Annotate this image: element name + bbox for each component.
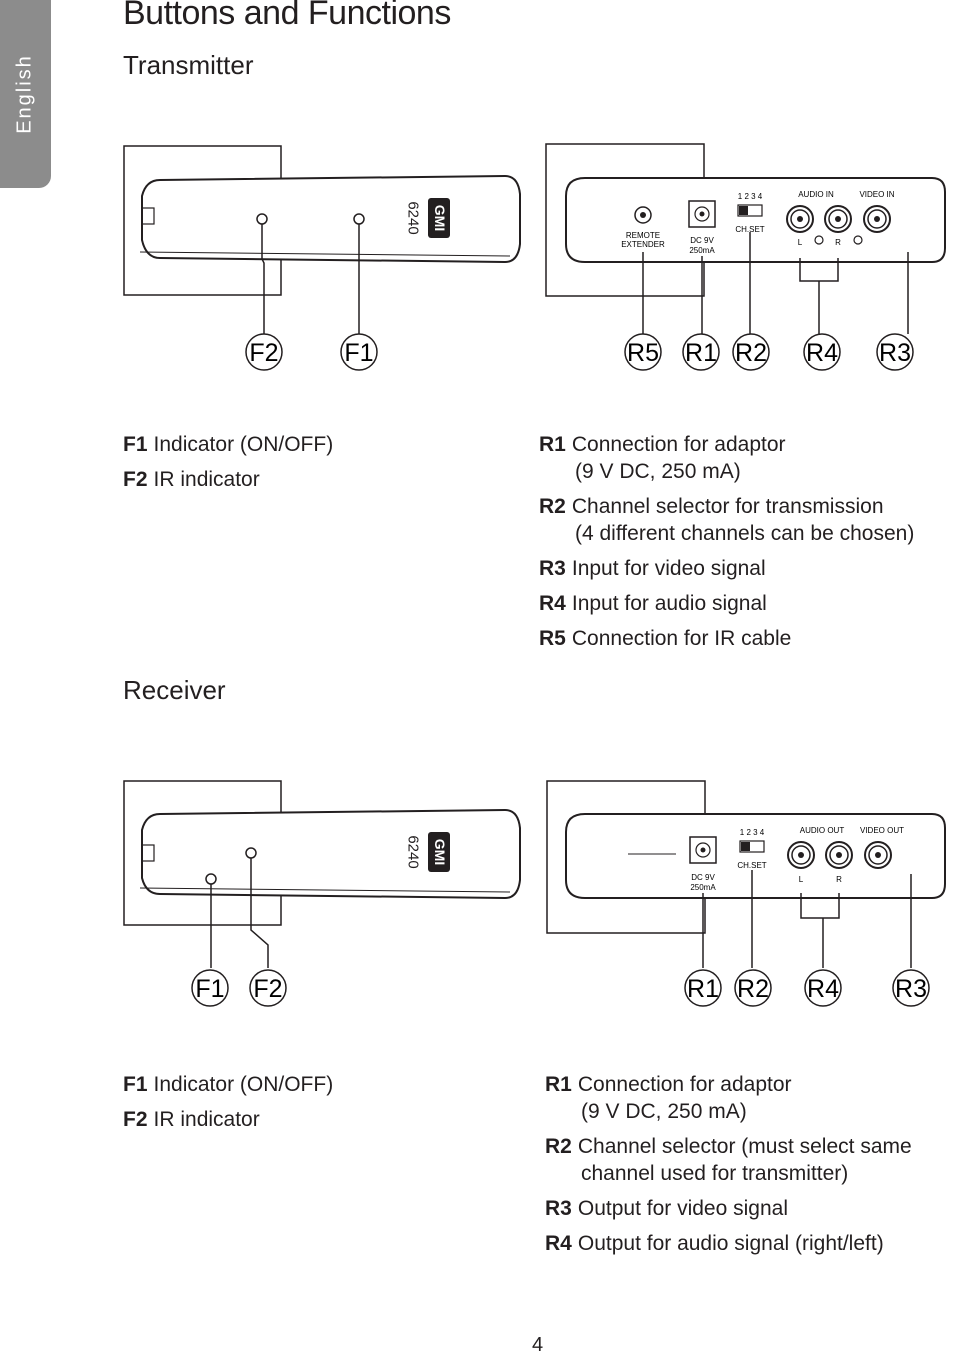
receiver-logo-model: 6240	[405, 835, 422, 868]
transmitter-remote-label-2: EXTENDER	[621, 240, 665, 249]
receiver-logo-brand: GMI	[432, 839, 448, 865]
receiver-leader-lines	[210, 858, 912, 968]
page-number: 4	[532, 1334, 544, 1356]
transmitter-power-led	[353, 213, 365, 225]
svg-text:R4: R4	[807, 975, 839, 1003]
receiver-body	[141, 808, 521, 900]
receiver-video-label: VIDEO OUT	[860, 826, 904, 835]
receiver-left-label: L	[799, 875, 804, 884]
transmitter-audio-label: AUDIO IN	[798, 190, 834, 199]
receiver-dc-label-1: DC 9V	[691, 873, 715, 882]
svg-text:F2: F2	[253, 975, 282, 1003]
receiver-right-label: R	[836, 875, 842, 884]
svg-text:R2: R2	[735, 339, 767, 367]
transmitter-right-label: R	[835, 238, 841, 247]
transmitter-dc-label-1: DC 9V	[690, 236, 714, 245]
transmitter-callout-r4: R4	[803, 333, 841, 371]
receiver-callout-r2: R2	[734, 969, 772, 1007]
receiver-dc-label-2: 250mA	[690, 883, 716, 892]
receiver-callout-r1: R1	[684, 969, 722, 1007]
svg-text:R1: R1	[687, 975, 719, 1003]
transmitter-video-jack	[863, 205, 891, 233]
transmitter-channel-switch	[737, 204, 763, 217]
svg-text:R4: R4	[806, 339, 838, 367]
transmitter-body	[141, 174, 521, 264]
svg-text:F1: F1	[195, 975, 224, 1003]
transmitter-heading: Transmitter	[123, 50, 254, 80]
transmitter-logo-brand: GMI	[432, 205, 448, 231]
svg-text:R1: R1	[685, 339, 717, 367]
svg-text:R3: R3	[879, 339, 911, 367]
receiver-diagram: GMI 6240 DC 9V 250mA 1 2 3 4 CH.SET AUDI…	[123, 780, 946, 1007]
svg-text:R5: R5	[627, 339, 659, 367]
receiver-dc-jack	[689, 836, 717, 864]
receiver-callout-f1: F1	[191, 969, 229, 1007]
receiver-ir-led	[245, 847, 257, 859]
receiver-callout-f2: F2	[249, 969, 287, 1007]
transmitter-callout-r3: R3	[876, 333, 914, 371]
transmitter-ir-led	[256, 213, 268, 225]
svg-text:F1: F1	[344, 339, 373, 367]
receiver-heading: Receiver	[123, 675, 226, 705]
transmitter-remote-label-1: REMOTE	[626, 231, 660, 240]
receiver-rear-panel	[565, 813, 946, 899]
transmitter-leader-lines	[261, 224, 909, 334]
receiver-audio-left-jack	[787, 841, 815, 869]
svg-text:R3: R3	[895, 975, 927, 1003]
receiver-audio-label: AUDIO OUT	[800, 826, 845, 835]
receiver-channel-switch	[739, 840, 765, 853]
receiver-callout-r3: R3	[892, 969, 930, 1007]
language-tab-label: English	[13, 54, 36, 134]
receiver-power-led	[205, 873, 217, 885]
transmitter-audio-left-jack	[786, 205, 814, 233]
transmitter-chset-label: CH.SET	[735, 225, 764, 234]
transmitter-callout-r2: R2	[732, 333, 770, 371]
receiver-chset-label: CH.SET	[737, 861, 766, 870]
transmitter-left-label: L	[798, 238, 803, 247]
transmitter-logo: GMI 6240	[405, 198, 450, 238]
transmitter-callout-f2: F2	[245, 333, 283, 371]
receiver-audio-right-jack	[825, 841, 853, 869]
svg-text:R2: R2	[737, 975, 769, 1003]
transmitter-diagram: GMI 6240 REMOTE EXTENDER DC 9V 250mA 1 2…	[123, 143, 946, 371]
receiver-callout-r4: R4	[804, 969, 842, 1007]
transmitter-callout-r5: R5	[624, 333, 662, 371]
transmitter-callout-r1: R1	[682, 333, 720, 371]
transmitter-video-label: VIDEO IN	[859, 190, 894, 199]
transmitter-dc-label-2: 250mA	[689, 246, 715, 255]
receiver-video-jack	[864, 841, 892, 869]
transmitter-channel-numbers: 1 2 3 4	[738, 192, 763, 201]
transmitter-logo-model: 6240	[405, 201, 422, 234]
page-title: Buttons and Functions	[123, 0, 451, 32]
receiver-logo: GMI 6240	[405, 832, 450, 872]
transmitter-callout-f1: F1	[340, 333, 378, 371]
transmitter-rear-panel	[565, 177, 946, 263]
receiver-channel-numbers: 1 2 3 4	[740, 828, 765, 837]
transmitter-audio-right-jack	[824, 205, 852, 233]
svg-text:F2: F2	[249, 339, 278, 367]
language-tab: English	[0, 0, 51, 188]
